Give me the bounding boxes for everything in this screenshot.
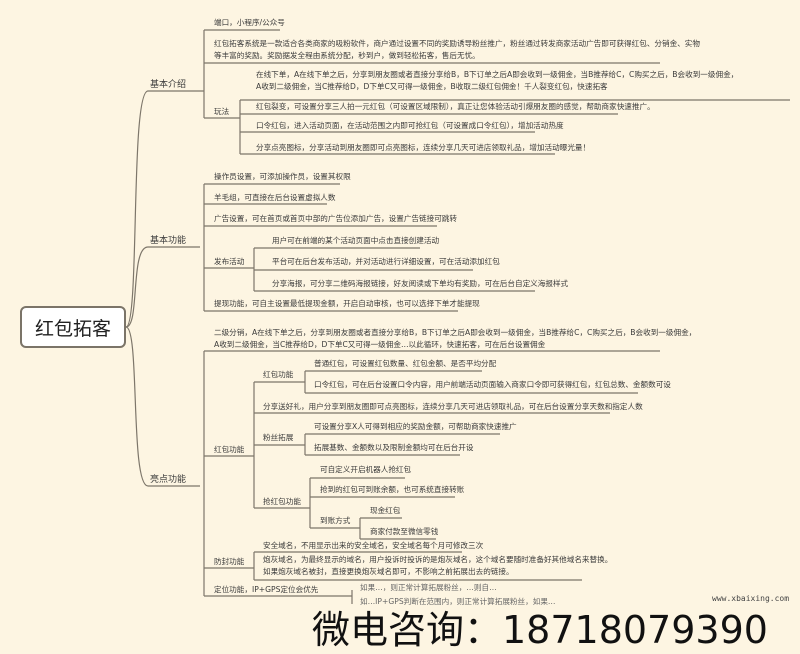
node-publish[interactable]: 发布活动	[214, 257, 245, 266]
text-line: 炮灰域名，为最终显示的域名，用户投诉时投诉的是炮灰域名，这个域名要随时准备好其他…	[263, 555, 613, 564]
node-gameplay-item[interactable]: 口令红包，进入活动页面，在活动范围之内即可抢红包（可设置成口令红包），增加活动热…	[256, 121, 564, 130]
node-publish-item[interactable]: 分享海报，可分享二维码海报链接，好友阅读或下单均有奖励，可在后台自定义海报样式	[272, 279, 569, 288]
node-gameplay-item[interactable]: 分享点亮图标，分享活动到朋友圈即可点亮图标，连续分享几天可进店领取礼品，增加活动…	[256, 143, 591, 152]
node-publish-item[interactable]: 用户可在前端的某个活动页面中点击直接创建活动	[272, 236, 440, 245]
node-arrival-item[interactable]: 商家付款至微信零钱	[370, 527, 439, 536]
node-fans[interactable]: 粉丝拓展	[263, 433, 294, 442]
node-location-item[interactable]: 如果…，则正常计算拓展粉丝，…则自…	[360, 583, 497, 592]
node-location-item[interactable]: 如…IP+GPS判断在范围内，则正常计算拓展粉丝，如果…	[360, 597, 556, 606]
node-redpacket-item[interactable]: 普通红包，可设置红包数量、红包金额、是否平均分配	[314, 359, 497, 368]
contact-watermark: 微电咨询：18718079390	[312, 608, 768, 652]
root-node[interactable]: 红包拓客	[20, 306, 126, 348]
node-grab-item[interactable]: 可自定义开启机器人抢红包	[320, 465, 412, 474]
node-grab[interactable]: 抢红包功能	[263, 497, 301, 506]
node-ads[interactable]: 广告设置，可在首页或首页中部的广告位添加广告，设置广告链接可跳转	[214, 214, 457, 223]
node-anti-block-item[interactable]: 安全域名，不用显示出来的安全域名，安全域名每个月可修改三次	[263, 541, 484, 550]
text-line: 如果炮灰域名被封，直接更换炮灰域名即可，不影响之前拓展出去的链接。	[263, 567, 514, 576]
node-publish-item[interactable]: 平台可在后台发布活动，并对活动进行详细设置，可在活动添加红包	[272, 257, 500, 266]
text-line: 在线下单，A在线下单之后，分享到朋友圈或者直接分享给B，B下订单之后A即会收到一…	[256, 70, 739, 79]
node-port[interactable]: 端口，小程序/公众号	[214, 18, 285, 27]
node-wool[interactable]: 羊毛组，可直接在后台设置虚拟人数	[214, 193, 336, 202]
node-basic-functions[interactable]: 基本功能	[150, 236, 187, 246]
node-sub-redpacket[interactable]: 红包功能	[263, 370, 294, 379]
node-fans-item[interactable]: 拓展基数、金额数以及限制金额均可在后台开设	[314, 443, 474, 452]
node-gameplay-item[interactable]: 在线下单，A在线下单之后，分享到朋友圈或者直接分享给B，B下订单之后A即会收到一…	[256, 69, 738, 93]
node-fans-item[interactable]: 可设置分享X人可得到相应的奖励金额，可帮助商家快速推广	[314, 422, 517, 431]
node-arrival[interactable]: 到账方式	[320, 516, 351, 525]
site-watermark: www.xbaixing.com	[712, 594, 790, 603]
text-line: 二级分销，A在线下单之后，分享到朋友圈或者直接分享给B，B下订单之后A即会收到一…	[214, 328, 697, 337]
node-distribution[interactable]: 二级分销，A在线下单之后，分享到朋友圈或者直接分享给B，B下订单之后A即会收到一…	[214, 327, 696, 351]
node-share-gift[interactable]: 分享送好礼，用户分享到朋友圈即可点亮图标，连续分享几天可进店领取礼品，可在后台设…	[263, 402, 643, 411]
node-arrival-item[interactable]: 现金红包	[370, 506, 401, 515]
node-gameplay[interactable]: 玩法	[214, 107, 230, 116]
node-location[interactable]: 定位功能，IP+GPS定位会优先	[214, 585, 319, 594]
node-gameplay-item[interactable]: 红包裂变，可设置分享三人拍一元红包（可设置区域限制），真正让您体验活动引爆朋友圈…	[256, 102, 655, 111]
node-grab-item[interactable]: 抢到的红包可到账余额，也可系统直接转账	[320, 485, 465, 494]
text-line: A收到二级佣金，当C推荐给D，D下单C又可得一级佣金，B收取二级红包佣金！千人裂…	[256, 82, 608, 91]
node-redpacket-item[interactable]: 口令红包，可在后台设置口令内容，用户前端活动页面输入商家口令即可获得红包，红包总…	[314, 380, 671, 389]
node-anti-block-item[interactable]: 炮灰域名，为最终显示的域名，用户投诉时投诉的是炮灰域名，这个域名要随时准备好其他…	[263, 554, 612, 578]
node-highlights[interactable]: 亮点功能	[150, 475, 187, 485]
text-line: A收到二级佣金，当C推荐给D，D下单C又可得一级佣金…以此循环，快速拓客，可在后…	[214, 340, 546, 349]
node-anti-block[interactable]: 防封功能	[214, 557, 245, 566]
node-description[interactable]: 红包拓客系统是一款适合各类商家的吸粉软件，商户通过设置不同的奖励诱导粉丝推广，粉…	[214, 38, 700, 62]
node-withdraw[interactable]: 提现功能，可自主设置最低提现金额，开启自动审核，也可以选择下单才能提现	[214, 299, 480, 308]
node-basic-intro[interactable]: 基本介绍	[150, 80, 187, 90]
node-operator[interactable]: 操作员设置，可添加操作员，设置其权限	[214, 172, 351, 181]
text-line: 红包拓客系统是一款适合各类商家的吸粉软件，商户通过设置不同的奖励诱导粉丝推广，粉…	[214, 39, 700, 48]
text-line: 等丰富的奖励。奖励据发全程由系统分配，秒到户，做到轻松拓客，售后无忧。	[214, 51, 480, 60]
node-redpacket[interactable]: 红包功能	[214, 445, 245, 454]
